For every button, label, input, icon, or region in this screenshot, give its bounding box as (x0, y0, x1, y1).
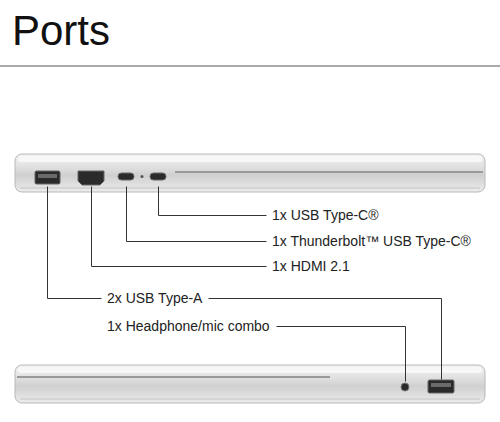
title-rule (0, 66, 500, 67)
leader-line (48, 187, 102, 299)
leader-line (159, 187, 267, 216)
port-label: 1x Headphone/mic combo (107, 318, 270, 334)
port-label: 1x Thunderbolt™ USB Type-C® (272, 233, 471, 249)
port-label: 2x USB Type-A (107, 290, 202, 306)
leader-lines (48, 187, 442, 382)
port-label: 1x USB Type-C® (272, 207, 379, 223)
laptop-right-side (15, 365, 485, 403)
leader-line (127, 187, 267, 242)
laptop-left-side (15, 154, 485, 192)
leader-line (92, 187, 267, 267)
port-label: 1x HDMI 2.1 (272, 258, 350, 274)
page-title: Ports (12, 10, 110, 52)
leader-line (277, 327, 406, 382)
leader-line (209, 299, 442, 380)
